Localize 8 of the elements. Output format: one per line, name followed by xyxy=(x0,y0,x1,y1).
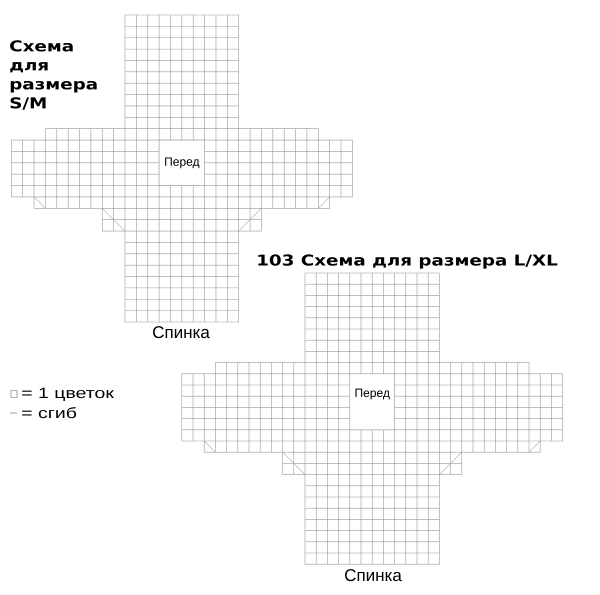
part-caption: Спинка xyxy=(345,569,402,582)
legend-text: = 1 цветок xyxy=(22,388,114,401)
chart-heading: Схема для размера S/M xyxy=(10,40,97,110)
part-caption: Спинка xyxy=(153,326,210,338)
label-square: Перед xyxy=(350,374,395,430)
legend-text: = сгиб xyxy=(22,407,76,418)
chart-heading: 103 Схема для размера L/XL xyxy=(258,254,558,269)
label-square: Перед xyxy=(158,140,205,186)
